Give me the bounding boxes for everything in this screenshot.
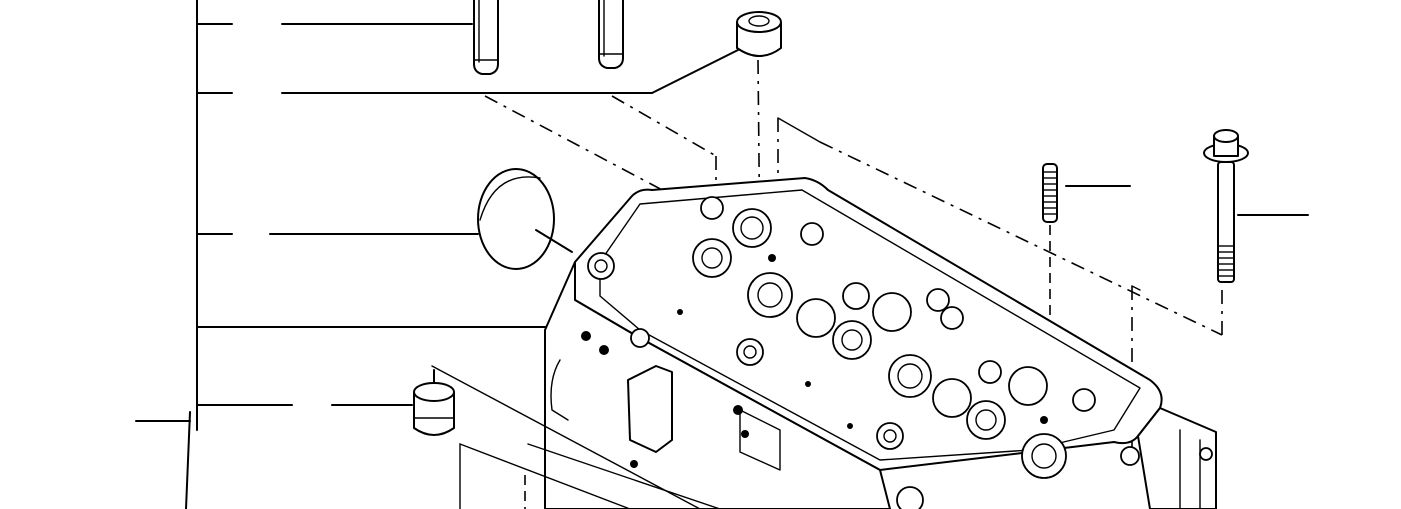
stud-right <box>598 0 624 69</box>
callout-bracket <box>135 0 198 509</box>
callout-leader-2 <box>196 47 743 94</box>
core-plug <box>477 168 573 270</box>
head-bolt <box>1203 129 1309 335</box>
cap-plug <box>736 11 782 57</box>
small-plug <box>413 369 455 436</box>
threaded-stud <box>1042 163 1131 390</box>
head-holes <box>581 196 1213 509</box>
stud-left <box>473 0 499 75</box>
